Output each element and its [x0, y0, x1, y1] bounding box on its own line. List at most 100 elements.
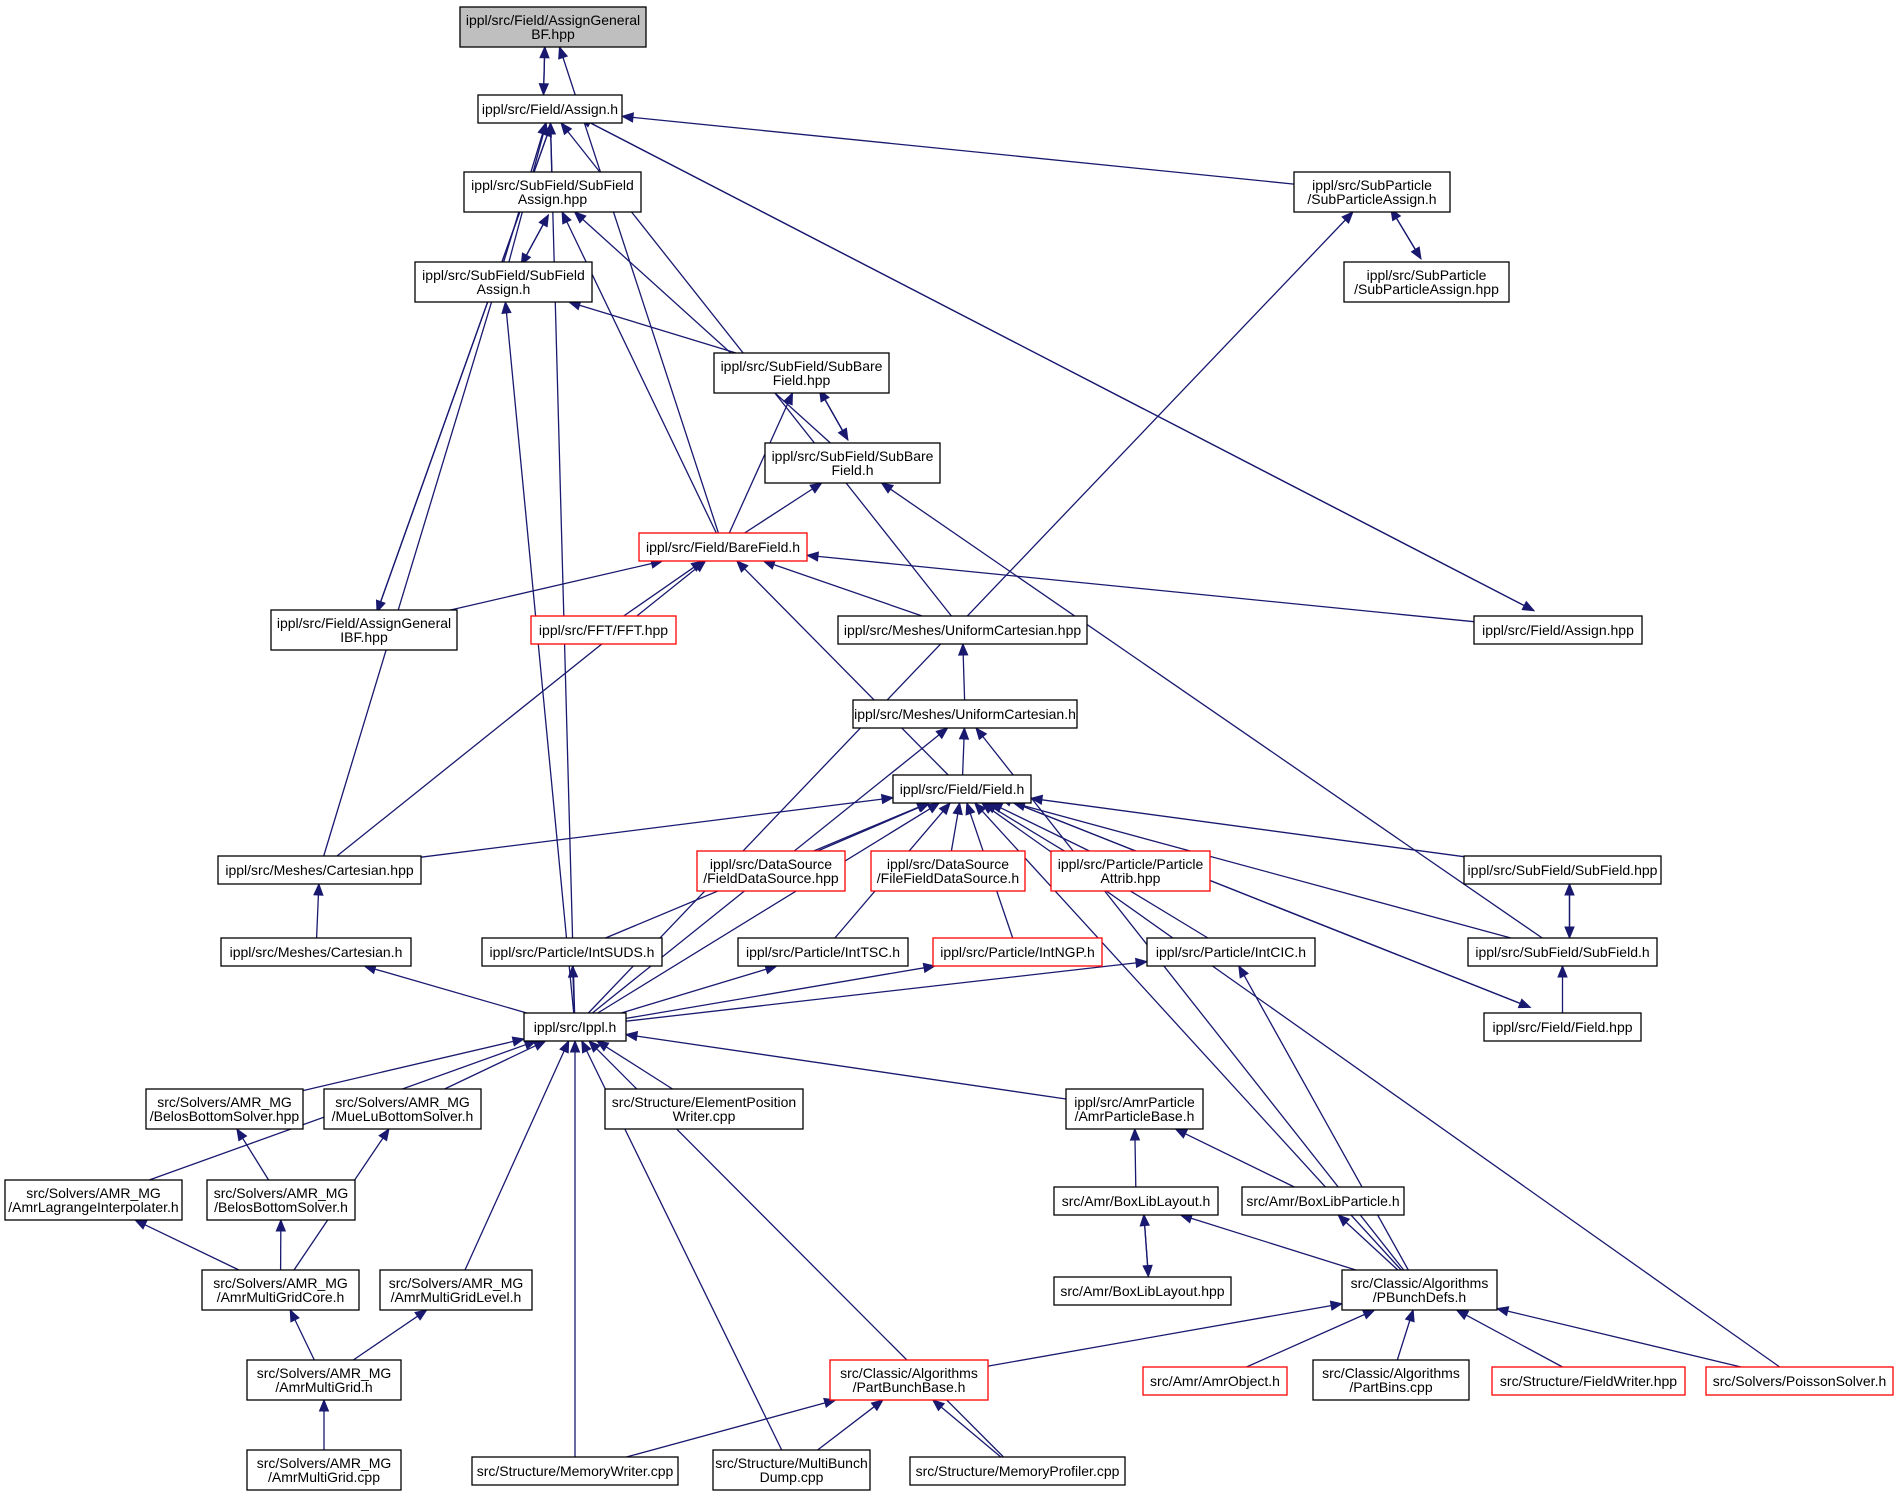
node-box[interactable] [712, 1449, 871, 1491]
node-UniformCartesian_hpp[interactable]: ippl/src/Meshes/UniformCartesian.hpp [837, 615, 1088, 645]
node-box[interactable] [1142, 1366, 1288, 1396]
node-box[interactable] [270, 609, 458, 651]
node-box[interactable] [323, 1088, 482, 1130]
node-box[interactable] [638, 532, 808, 562]
node-box[interactable] [604, 1088, 804, 1130]
node-box[interactable] [217, 855, 422, 885]
node-BoxLibLayout_hpp[interactable]: src/Amr/BoxLibLayout.hpp [1053, 1276, 1232, 1306]
node-Assign_h[interactable]: ippl/src/Field/Assign.h [477, 94, 623, 124]
node-AmrLagrangeInterpolater_h[interactable]: src/Solvers/AMR_MG/AmrLagrangeInterpolat… [4, 1179, 183, 1221]
node-box[interactable] [4, 1179, 183, 1221]
node-box[interactable] [1312, 1359, 1470, 1401]
node-box[interactable] [481, 937, 663, 967]
node-Cartesian_hpp[interactable]: ippl/src/Meshes/Cartesian.hpp [217, 855, 422, 885]
node-box[interactable] [1146, 937, 1316, 967]
node-IntTSC_h[interactable]: ippl/src/Particle/IntTSC.h [737, 937, 909, 967]
node-box[interactable] [1483, 1012, 1642, 1042]
node-AmrMultiGrid_cpp[interactable]: src/Solvers/AMR_MG/AmrMultiGrid.cpp [246, 1449, 402, 1491]
node-box[interactable] [246, 1359, 402, 1401]
node-Assign_hpp[interactable]: ippl/src/Field/Assign.hpp [1473, 615, 1643, 645]
node-PartBunchBase_h[interactable]: src/Classic/Algorithms/PartBunchBase.h [829, 1359, 989, 1401]
node-box[interactable] [1053, 1186, 1219, 1216]
node-box[interactable] [892, 774, 1032, 804]
node-box[interactable] [1050, 850, 1211, 892]
node-PoissonSolver_h[interactable]: src/Solvers/PoissonSolver.h [1705, 1366, 1894, 1396]
node-SubField_hpp[interactable]: ippl/src/SubField/SubField.hpp [1463, 855, 1662, 885]
node-box[interactable] [220, 937, 412, 967]
node-box[interactable] [1343, 261, 1510, 303]
node-box[interactable] [837, 615, 1088, 645]
node-box[interactable] [459, 6, 647, 48]
node-AmrMultiGridLevel_h[interactable]: src/Solvers/AMR_MG/AmrMultiGridLevel.h [379, 1269, 533, 1311]
node-box[interactable] [1293, 171, 1451, 213]
node-PartBins_cpp[interactable]: src/Classic/Algorithms/PartBins.cpp [1312, 1359, 1470, 1401]
node-box[interactable] [1053, 1276, 1232, 1306]
node-box[interactable] [523, 1012, 627, 1042]
node-Field_hpp[interactable]: ippl/src/Field/Field.hpp [1483, 1012, 1642, 1042]
node-box[interactable] [477, 94, 623, 124]
node-box[interactable] [909, 1456, 1126, 1486]
node-box[interactable] [696, 850, 846, 892]
node-IntSUDS_h[interactable]: ippl/src/Particle/IntSUDS.h [481, 937, 663, 967]
node-box[interactable] [1463, 855, 1662, 885]
node-FileFieldDataSource_h[interactable]: ippl/src/DataSource/FileFieldDataSource.… [870, 850, 1026, 892]
node-box[interactable] [201, 1269, 360, 1311]
node-MueLuBottomSolver_h[interactable]: src/Solvers/AMR_MG/MueLuBottomSolver.h [323, 1088, 482, 1130]
node-MemoryWriter_cpp[interactable]: src/Structure/MemoryWriter.cpp [471, 1456, 679, 1486]
node-box[interactable] [829, 1359, 989, 1401]
node-box[interactable] [1491, 1366, 1686, 1396]
node-SubField_h[interactable]: ippl/src/SubField/SubField.h [1467, 937, 1658, 967]
node-BoxLibLayout_h[interactable]: src/Amr/BoxLibLayout.h [1053, 1186, 1219, 1216]
node-box[interactable] [713, 352, 890, 394]
node-IntCIC_h[interactable]: ippl/src/Particle/IntCIC.h [1146, 937, 1316, 967]
node-box[interactable] [1065, 1088, 1204, 1130]
node-box[interactable] [852, 699, 1078, 729]
node-box[interactable] [1241, 1186, 1405, 1216]
node-BoxLibParticle_h[interactable]: src/Amr/BoxLibParticle.h [1241, 1186, 1405, 1216]
node-box[interactable] [764, 442, 941, 484]
node-box[interactable] [145, 1088, 304, 1130]
node-box[interactable] [414, 261, 593, 303]
node-box[interactable] [471, 1456, 679, 1486]
node-BareField_h[interactable]: ippl/src/Field/BareField.h [638, 532, 808, 562]
node-box[interactable] [530, 615, 677, 645]
node-box[interactable] [1473, 615, 1643, 645]
node-box[interactable] [463, 171, 642, 213]
node-Ippl_h[interactable]: ippl/src/Ippl.h [523, 1012, 627, 1042]
node-box[interactable] [870, 850, 1026, 892]
node-BelosBottomSolver_h[interactable]: src/Solvers/AMR_MG/BelosBottomSolver.h [206, 1179, 356, 1221]
node-IntNGP_h[interactable]: ippl/src/Particle/IntNGP.h [932, 937, 1103, 967]
node-box[interactable] [1705, 1366, 1894, 1396]
node-AmrMultiGrid_h[interactable]: src/Solvers/AMR_MG/AmrMultiGrid.h [246, 1359, 402, 1401]
node-Cartesian_h[interactable]: ippl/src/Meshes/Cartesian.h [220, 937, 412, 967]
node-MemoryProfiler_cpp[interactable]: src/Structure/MemoryProfiler.cpp [909, 1456, 1126, 1486]
node-box[interactable] [1341, 1269, 1498, 1311]
node-box[interactable] [379, 1269, 533, 1311]
node-AmrMultiGridCore_h[interactable]: src/Solvers/AMR_MG/AmrMultiGridCore.h [201, 1269, 360, 1311]
node-UniformCartesian_h[interactable]: ippl/src/Meshes/UniformCartesian.h [852, 699, 1078, 729]
node-box[interactable] [246, 1449, 402, 1491]
node-Field_h[interactable]: ippl/src/Field/Field.h [892, 774, 1032, 804]
node-SubParticleAssign_h[interactable]: ippl/src/SubParticle/SubParticleAssign.h [1293, 171, 1451, 213]
node-box[interactable] [932, 937, 1103, 967]
node-AmrParticleBase_h[interactable]: ippl/src/AmrParticle/AmrParticleBase.h [1065, 1088, 1204, 1130]
node-FieldWriter_hpp[interactable]: src/Structure/FieldWriter.hpp [1491, 1366, 1686, 1396]
node-FieldDataSource_hpp[interactable]: ippl/src/DataSource/FieldDataSource.hpp [696, 850, 846, 892]
node-PBunchDefs_h[interactable]: src/Classic/Algorithms/PBunchDefs.h [1341, 1269, 1498, 1311]
node-SubParticleAssign_hpp[interactable]: ippl/src/SubParticle/SubParticleAssign.h… [1343, 261, 1510, 303]
node-box[interactable] [206, 1179, 356, 1221]
node-BelosBottomSolver_hpp[interactable]: src/Solvers/AMR_MG/BelosBottomSolver.hpp [145, 1088, 304, 1130]
node-FFT_hpp[interactable]: ippl/src/FFT/FFT.hpp [530, 615, 677, 645]
node-AmrObject_h[interactable]: src/Amr/AmrObject.h [1142, 1366, 1288, 1396]
node-box[interactable] [1467, 937, 1658, 967]
node-box[interactable] [737, 937, 909, 967]
